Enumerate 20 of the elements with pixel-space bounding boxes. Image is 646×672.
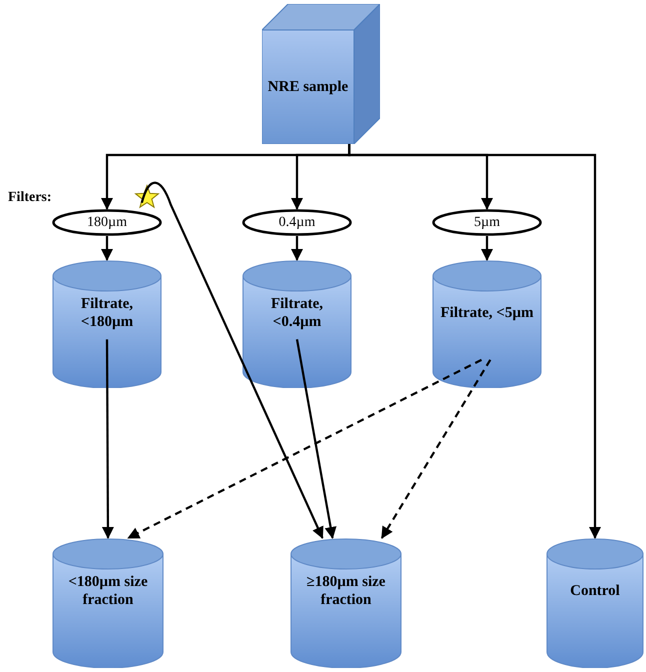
dashed-arrow — [127, 358, 482, 539]
node-label: 180µm — [87, 214, 127, 232]
arrow — [101, 236, 113, 261]
node-label: Control — [569, 582, 621, 600]
arrow — [291, 236, 303, 261]
node-label: <180µm size fraction — [67, 573, 149, 609]
arrow — [296, 339, 337, 539]
node-label: Filtrate, <0.4µm — [270, 295, 324, 331]
dashed-arrow — [380, 359, 492, 539]
filters-label: Filters: — [8, 189, 52, 207]
node-label: 5µm — [474, 214, 500, 232]
node-label: 0.4µm — [278, 214, 316, 232]
node-label: Filtrate, <180µm — [80, 295, 134, 331]
node-label: ≥180µm size fraction — [306, 573, 386, 609]
arrow — [140, 182, 324, 539]
node-label: Filtrate, <5µm — [440, 304, 534, 322]
arrow — [481, 236, 493, 261]
node-label: NRE sample — [266, 78, 350, 96]
arrow — [348, 144, 601, 539]
arrow — [102, 339, 114, 539]
